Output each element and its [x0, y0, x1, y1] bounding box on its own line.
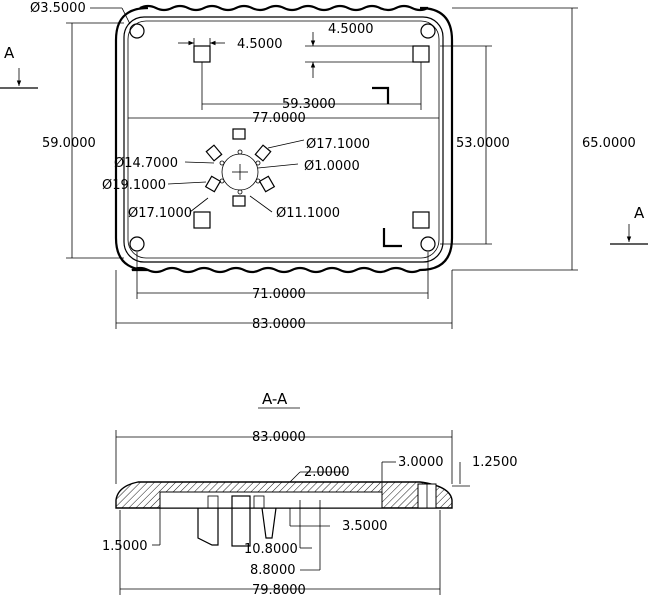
section-marker-left: A	[4, 44, 15, 62]
outer-outline	[114, 4, 454, 274]
dim-post-a: 10.8000	[244, 542, 298, 557]
dim-hole-span: 71.0000	[252, 287, 306, 302]
dim-dia-171-bottom: Ø17.1000	[128, 206, 192, 221]
dim-post-offset-left: 4.5000	[237, 37, 283, 52]
dim-dia-191: Ø19.1000	[102, 178, 166, 193]
dim-outer-width: 83.0000	[252, 317, 306, 332]
post-right	[261, 507, 277, 539]
dim-height-inner: 53.0000	[456, 136, 510, 151]
post-br	[412, 211, 430, 229]
section-view	[115, 430, 470, 595]
dim-post-span: 59.3000	[282, 97, 336, 112]
dim-flange: 1.5000	[102, 539, 148, 554]
dim-post-b: 8.8000	[250, 563, 296, 578]
lid-cavity	[159, 491, 383, 509]
inner-outline	[123, 16, 444, 263]
dim-hole-dia: Ø3.5000	[30, 1, 86, 16]
hole-tr	[420, 23, 436, 39]
dim-dia-171-top: Ø17.1000	[306, 137, 370, 152]
post-tl	[193, 45, 211, 63]
dim-height-left: 59.0000	[42, 136, 96, 151]
dim-depth: 3.0000	[398, 455, 444, 470]
hole-tl	[129, 23, 145, 39]
hole-br	[420, 236, 436, 252]
post-middle	[231, 495, 251, 547]
dim-dia-147: Ø14.7000	[114, 156, 178, 171]
corner-mark-tr	[372, 86, 390, 104]
dim-height-outer: 65.0000	[582, 136, 636, 151]
dim-post-offset-right: 4.5000	[328, 22, 374, 37]
hole-bl	[129, 236, 145, 252]
dim-base-width: 79.8000	[252, 583, 306, 598]
section-title: A-A	[262, 390, 288, 408]
dim-wall: 2.0000	[304, 465, 350, 480]
corner-mark-bl	[382, 228, 402, 248]
center-feature	[204, 128, 276, 207]
dim-inner-width: 77.0000	[252, 111, 306, 126]
dim-step: 3.5000	[342, 519, 388, 534]
dim-dia-10: Ø1.0000	[304, 159, 360, 174]
dim-lip: 1.2500	[472, 455, 518, 470]
post-left	[197, 508, 219, 546]
post-bl	[193, 211, 211, 229]
dim-overall-width: 83.0000	[252, 430, 306, 445]
plan-view	[0, 4, 648, 329]
section-marker-right: A	[634, 204, 645, 222]
inner-wall	[127, 20, 440, 259]
dim-dia-111: Ø11.1000	[276, 206, 340, 221]
post-tr	[412, 45, 430, 63]
